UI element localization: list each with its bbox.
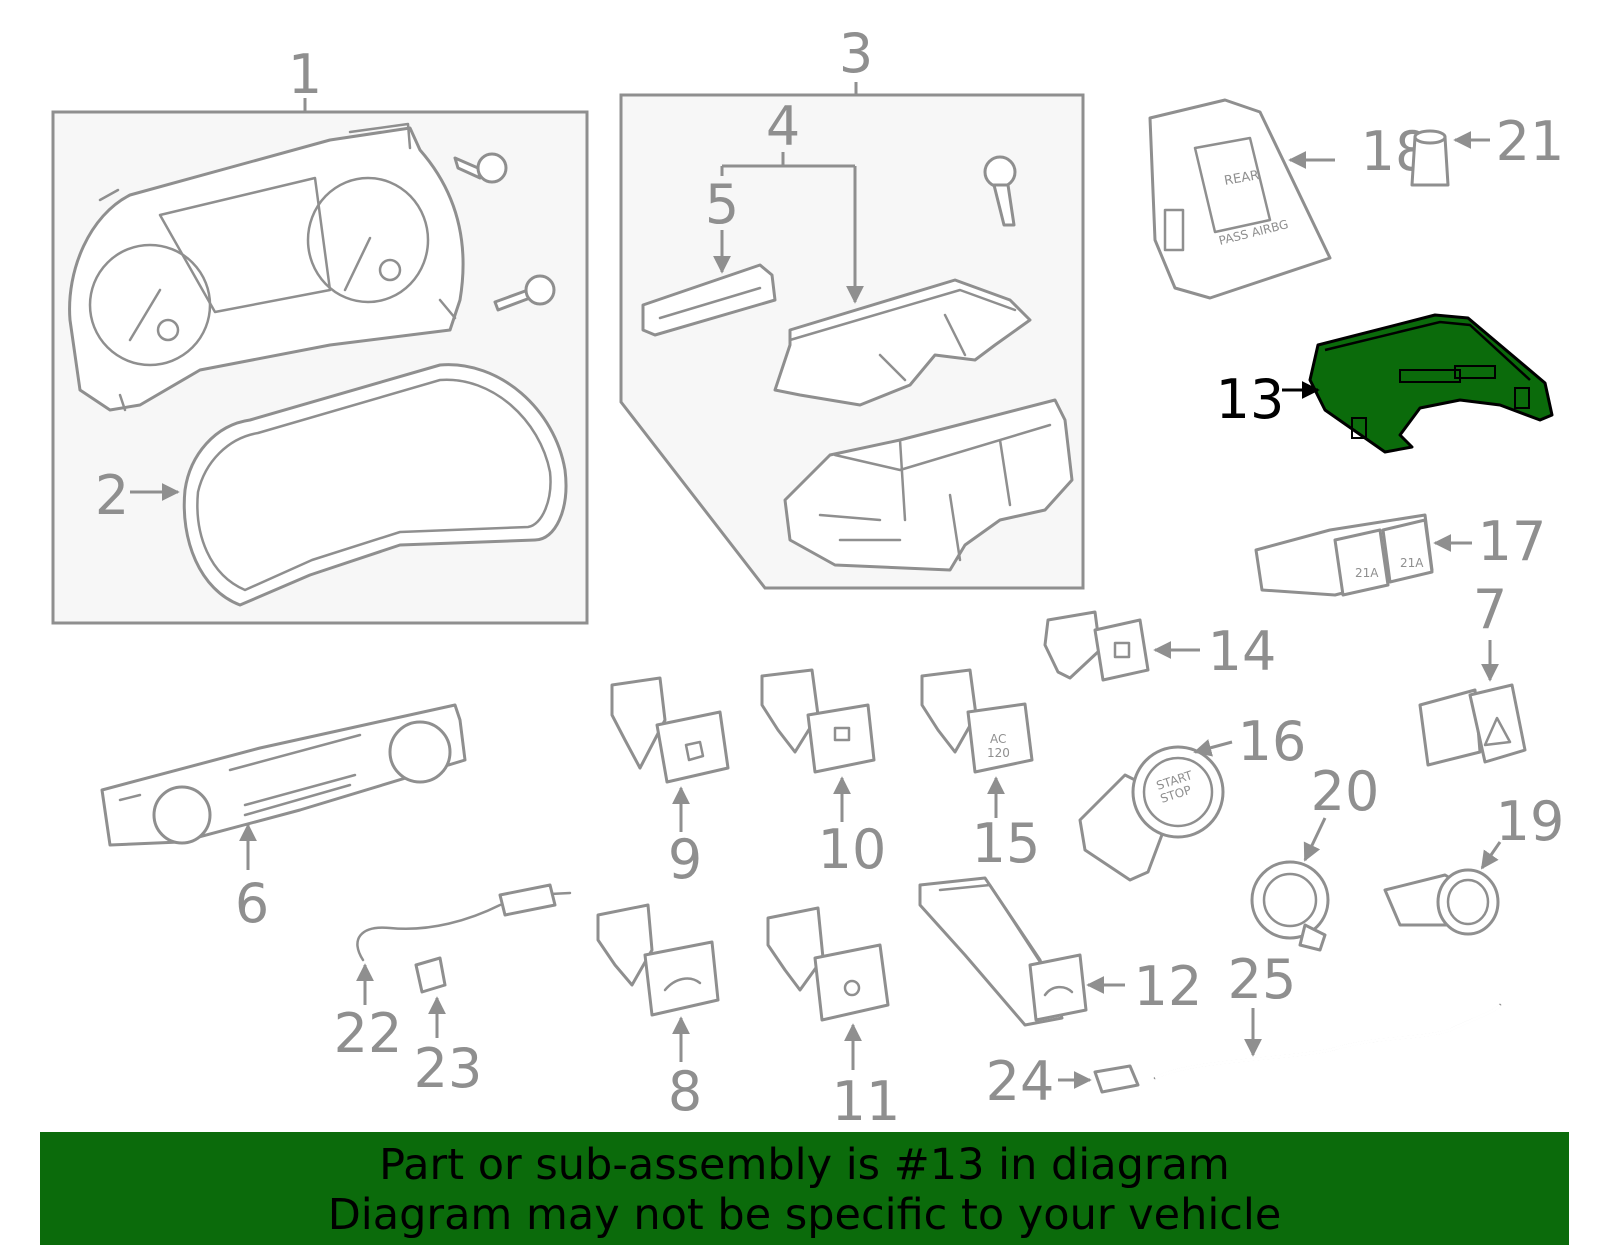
part-9-switch[interactable] [610,676,730,784]
callout-7[interactable]: 7 [1473,578,1507,641]
callout-1[interactable]: 1 [288,43,322,106]
part-6-climate-control[interactable] [100,703,467,847]
usb-left-marking: 21A [1355,566,1379,580]
callout-16[interactable]: 16 [1238,710,1307,773]
callout-11[interactable]: 11 [832,1070,901,1133]
part-10-switch[interactable] [760,668,876,774]
part-screw-c[interactable] [983,155,1017,227]
part-15-ac-switch[interactable]: AC 120 [920,668,1034,774]
part-display-bracket[interactable] [783,398,1074,572]
callout-21[interactable]: 21 [1496,110,1565,173]
banner-line-2: Diagram may not be specific to your vehi… [327,1190,1282,1240]
part-21-bulb[interactable] [1410,129,1450,187]
part-18-indicator-panel[interactable]: REAR PASS AIRBG [1148,98,1332,300]
part-12-switch-module[interactable] [918,876,1088,1027]
part-23-sensor[interactable] [414,956,447,994]
callout-5[interactable]: 5 [705,173,739,236]
callout-8[interactable]: 8 [668,1060,702,1123]
callout-25[interactable]: 25 [1228,948,1297,1011]
callout-2[interactable]: 2 [95,464,129,527]
part-screw-b[interactable] [493,274,556,312]
callout-12[interactable]: 12 [1134,955,1203,1018]
part-display-bezel[interactable] [641,263,777,337]
part-13-switch-bezel[interactable] [1308,313,1554,454]
part-16-start-stop[interactable]: START STOP [1078,745,1225,882]
ac-marking: AC [990,732,1006,746]
callout-9[interactable]: 9 [668,828,702,891]
part-instrument-cluster[interactable] [68,122,465,412]
callout-23[interactable]: 23 [414,1037,483,1100]
callout-13[interactable]: 13 [1216,368,1285,431]
part-17-usb-port[interactable]: 21A 21A [1254,513,1434,597]
part-display-unit[interactable] [773,278,1032,407]
callout-10[interactable]: 10 [818,818,887,881]
part-25-cable[interactable] [1153,1003,1502,1080]
banner-line-1: Part or sub-assembly is #13 in diagram [379,1140,1230,1190]
part-7-hazard-switch[interactable] [1418,683,1527,767]
callout-14[interactable]: 14 [1208,620,1277,683]
part-8-switch[interactable] [596,903,720,1017]
part-14-switch[interactable] [1043,610,1150,682]
rear-marking: REAR [1223,168,1260,189]
part-24-connector[interactable] [1093,1064,1140,1094]
ac-120-marking: 120 [987,746,1010,760]
part-22-wire-harness[interactable] [356,883,572,962]
part-20-power-socket[interactable] [1250,860,1330,952]
callout-3[interactable]: 3 [839,22,873,85]
callout-6[interactable]: 6 [235,872,269,935]
callout-22[interactable]: 22 [334,1002,403,1065]
callout-24[interactable]: 24 [986,1050,1055,1113]
usb-right-marking: 21A [1400,556,1424,570]
part-19-power-socket[interactable] [1383,868,1500,936]
callout-20[interactable]: 20 [1311,760,1380,823]
info-banner: Part or sub-assembly is #13 in diagram D… [40,1132,1569,1245]
callout-15[interactable]: 15 [972,812,1041,875]
callout-4[interactable]: 4 [766,95,800,158]
callout-17[interactable]: 17 [1478,510,1547,573]
part-cluster-lens[interactable] [182,363,568,607]
part-screw-a[interactable] [453,152,508,184]
callout-19[interactable]: 19 [1496,790,1565,853]
part-11-switch[interactable] [766,906,890,1022]
